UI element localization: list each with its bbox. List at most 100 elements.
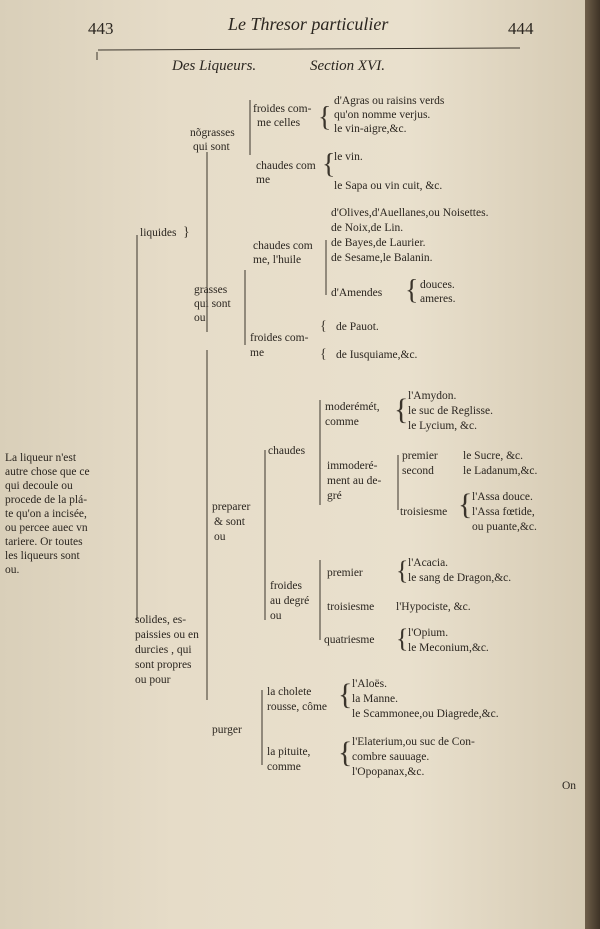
branch-amendes: d'Amendes (331, 287, 383, 299)
page-number-left: 443 (88, 19, 114, 38)
intro-line: ou percee auec vn (5, 522, 88, 534)
brace-pituite: { (338, 736, 353, 769)
leaf-item: le Sapa ou vin cuit, &c. (334, 180, 443, 192)
leaf-item: l'Opium. (408, 627, 449, 639)
tree-lines (96, 47, 521, 765)
running-title: Le Thresor particulier (228, 14, 389, 34)
leaf-item: de Iusquiame,&c. (336, 349, 418, 361)
leaf-item: l'Assa douce. (472, 491, 533, 503)
branch-f-quatriesme: quatriesme (324, 634, 375, 646)
branch-moderement: moderémét, (325, 401, 380, 413)
intro-line: La liqueur n'est (5, 452, 77, 464)
leaf-item: le Meconium,&c. (408, 642, 489, 654)
brace-chaudes: { (322, 149, 336, 180)
branch-immoderement: immoderé- (327, 460, 378, 472)
brace-f-premier: { (396, 556, 409, 585)
leaf-item: de Sesame,le Balanin. (331, 252, 433, 264)
brace-f-quatriesme: { (396, 624, 409, 653)
branch-preparer: & sont (214, 516, 245, 528)
intro-line: tariere. Or toutes (5, 536, 83, 548)
leaf-item: ameres. (420, 293, 456, 305)
intro-line: qui decoule ou (5, 480, 73, 492)
leaf-item: l'Hypociste, &c. (396, 601, 471, 613)
branch-cholete: la cholete (267, 686, 312, 698)
leaf-item: le vin. (334, 151, 363, 163)
branch-chaudes: chaudes (268, 445, 306, 457)
leaf-item: le Sucre, &c. (463, 450, 524, 462)
leaf-item: combre sauuage. (352, 751, 430, 763)
page-number-right: 444 (508, 19, 534, 38)
branch-premier: premier (402, 450, 438, 462)
branch-second: second (402, 465, 434, 477)
branch-preparer: preparer (212, 501, 251, 513)
branch-immoderement: ment au de- (327, 475, 382, 487)
leaf-item: le Scammonee,ou Diagrede,&c. (352, 708, 499, 720)
branch-solides: sont propres (135, 659, 192, 671)
branch-nograsses: nõgrasses (190, 127, 235, 139)
branch-grasses: qui sont (194, 298, 231, 310)
branch-f-troisiesme: troisiesme (327, 601, 375, 613)
leaf-item: la Manne. (352, 693, 398, 705)
catchword: On (562, 780, 577, 792)
branch-moderement: comme (325, 416, 359, 428)
branch-f-premier: premier (327, 567, 363, 579)
branch-nograsses: qui sont (193, 141, 230, 153)
brace-froides-huile: { (320, 347, 327, 362)
branch-solides: durcies , qui (135, 644, 192, 656)
branch-chaudes-comme: me (256, 174, 271, 186)
section-title-left: Des Liqueurs. (172, 58, 257, 74)
book-page (0, 0, 585, 929)
leaf-item: le Ladanum,&c. (463, 465, 538, 477)
brace-cholete: { (338, 678, 353, 711)
leaf-item: le vin-aigre,&c. (334, 123, 407, 135)
branch-froides-huile: froides com- (250, 332, 309, 344)
section-title-right: Section XVI. (310, 58, 385, 74)
branch-solides: ou pour (135, 674, 171, 686)
leaf-item: qu'on nomme verjus. (334, 109, 431, 121)
brace-troisiesme: { (458, 488, 473, 521)
branch-grasses: ou (194, 312, 206, 324)
branch-cholete: rousse, côme (267, 701, 328, 713)
leaf-item: ou puante,&c. (472, 521, 537, 533)
brace-moderement: { (394, 393, 409, 426)
intro-line: procede de la plá- (5, 494, 88, 506)
intro-line: les liqueurs sont (5, 550, 80, 562)
intro-line: ou. (5, 564, 20, 576)
intro-line: autre chose que ce (5, 466, 90, 478)
leaf-item: de Pauot. (336, 321, 379, 333)
branch-pituite: comme (267, 761, 301, 773)
brace-froides-huile: { (320, 319, 327, 334)
leaf-item: de Bayes,de Laurier. (331, 237, 426, 249)
leaf-item: le Lycium, &c. (408, 420, 477, 432)
branch-preparer: ou (214, 531, 226, 543)
leaf-item: l'Elaterium,ou suc de Con- (352, 736, 475, 748)
leaf-item: l'Opopanax,&c. (352, 766, 425, 778)
leaf-item: le sang de Dragon,&c. (408, 572, 512, 584)
branch-chaudes-huile: chaudes com (253, 240, 313, 252)
leaf-item: le suc de Reglisse. (408, 405, 493, 417)
branch-troisiesme: troisiesme (400, 506, 448, 518)
leaf-item: l'Assa fœtide, (472, 506, 535, 518)
leaf-item: douces. (420, 279, 455, 291)
branch-chaudes-comme: chaudes com (256, 160, 316, 172)
leaf-item: l'Aloës. (352, 678, 387, 690)
leaf-item: l'Amydon. (408, 390, 457, 402)
leaf-item: l'Acacia. (408, 557, 449, 569)
branch-grasses: grasses (194, 284, 228, 296)
brace-liquides: } (183, 225, 190, 240)
brace-froides: { (318, 102, 332, 133)
branch-solides: paissies ou en (135, 629, 199, 641)
leaf-item: de Noix,de Lin. (331, 222, 404, 234)
branch-purger: purger (212, 724, 242, 736)
branch-solides: solides, es- (135, 614, 187, 626)
branch-froides-huile: me (250, 347, 265, 359)
branch-liquides: liquides (140, 227, 177, 239)
branch-immoderement: gré (327, 490, 342, 502)
intro-line: te qu'on a incisée, (5, 508, 87, 520)
branch-froides-comme: me celles (257, 117, 301, 129)
leaf-item: d'Agras ou raisins verds (334, 95, 445, 107)
leaf-item: d'Olives,d'Auellanes,ou Noisettes. (331, 207, 489, 219)
branch-pituite: la pituite, (267, 746, 311, 758)
branch-froides-degre: ou (270, 610, 282, 622)
branch-chaudes-huile: me, l'huile (253, 254, 302, 266)
